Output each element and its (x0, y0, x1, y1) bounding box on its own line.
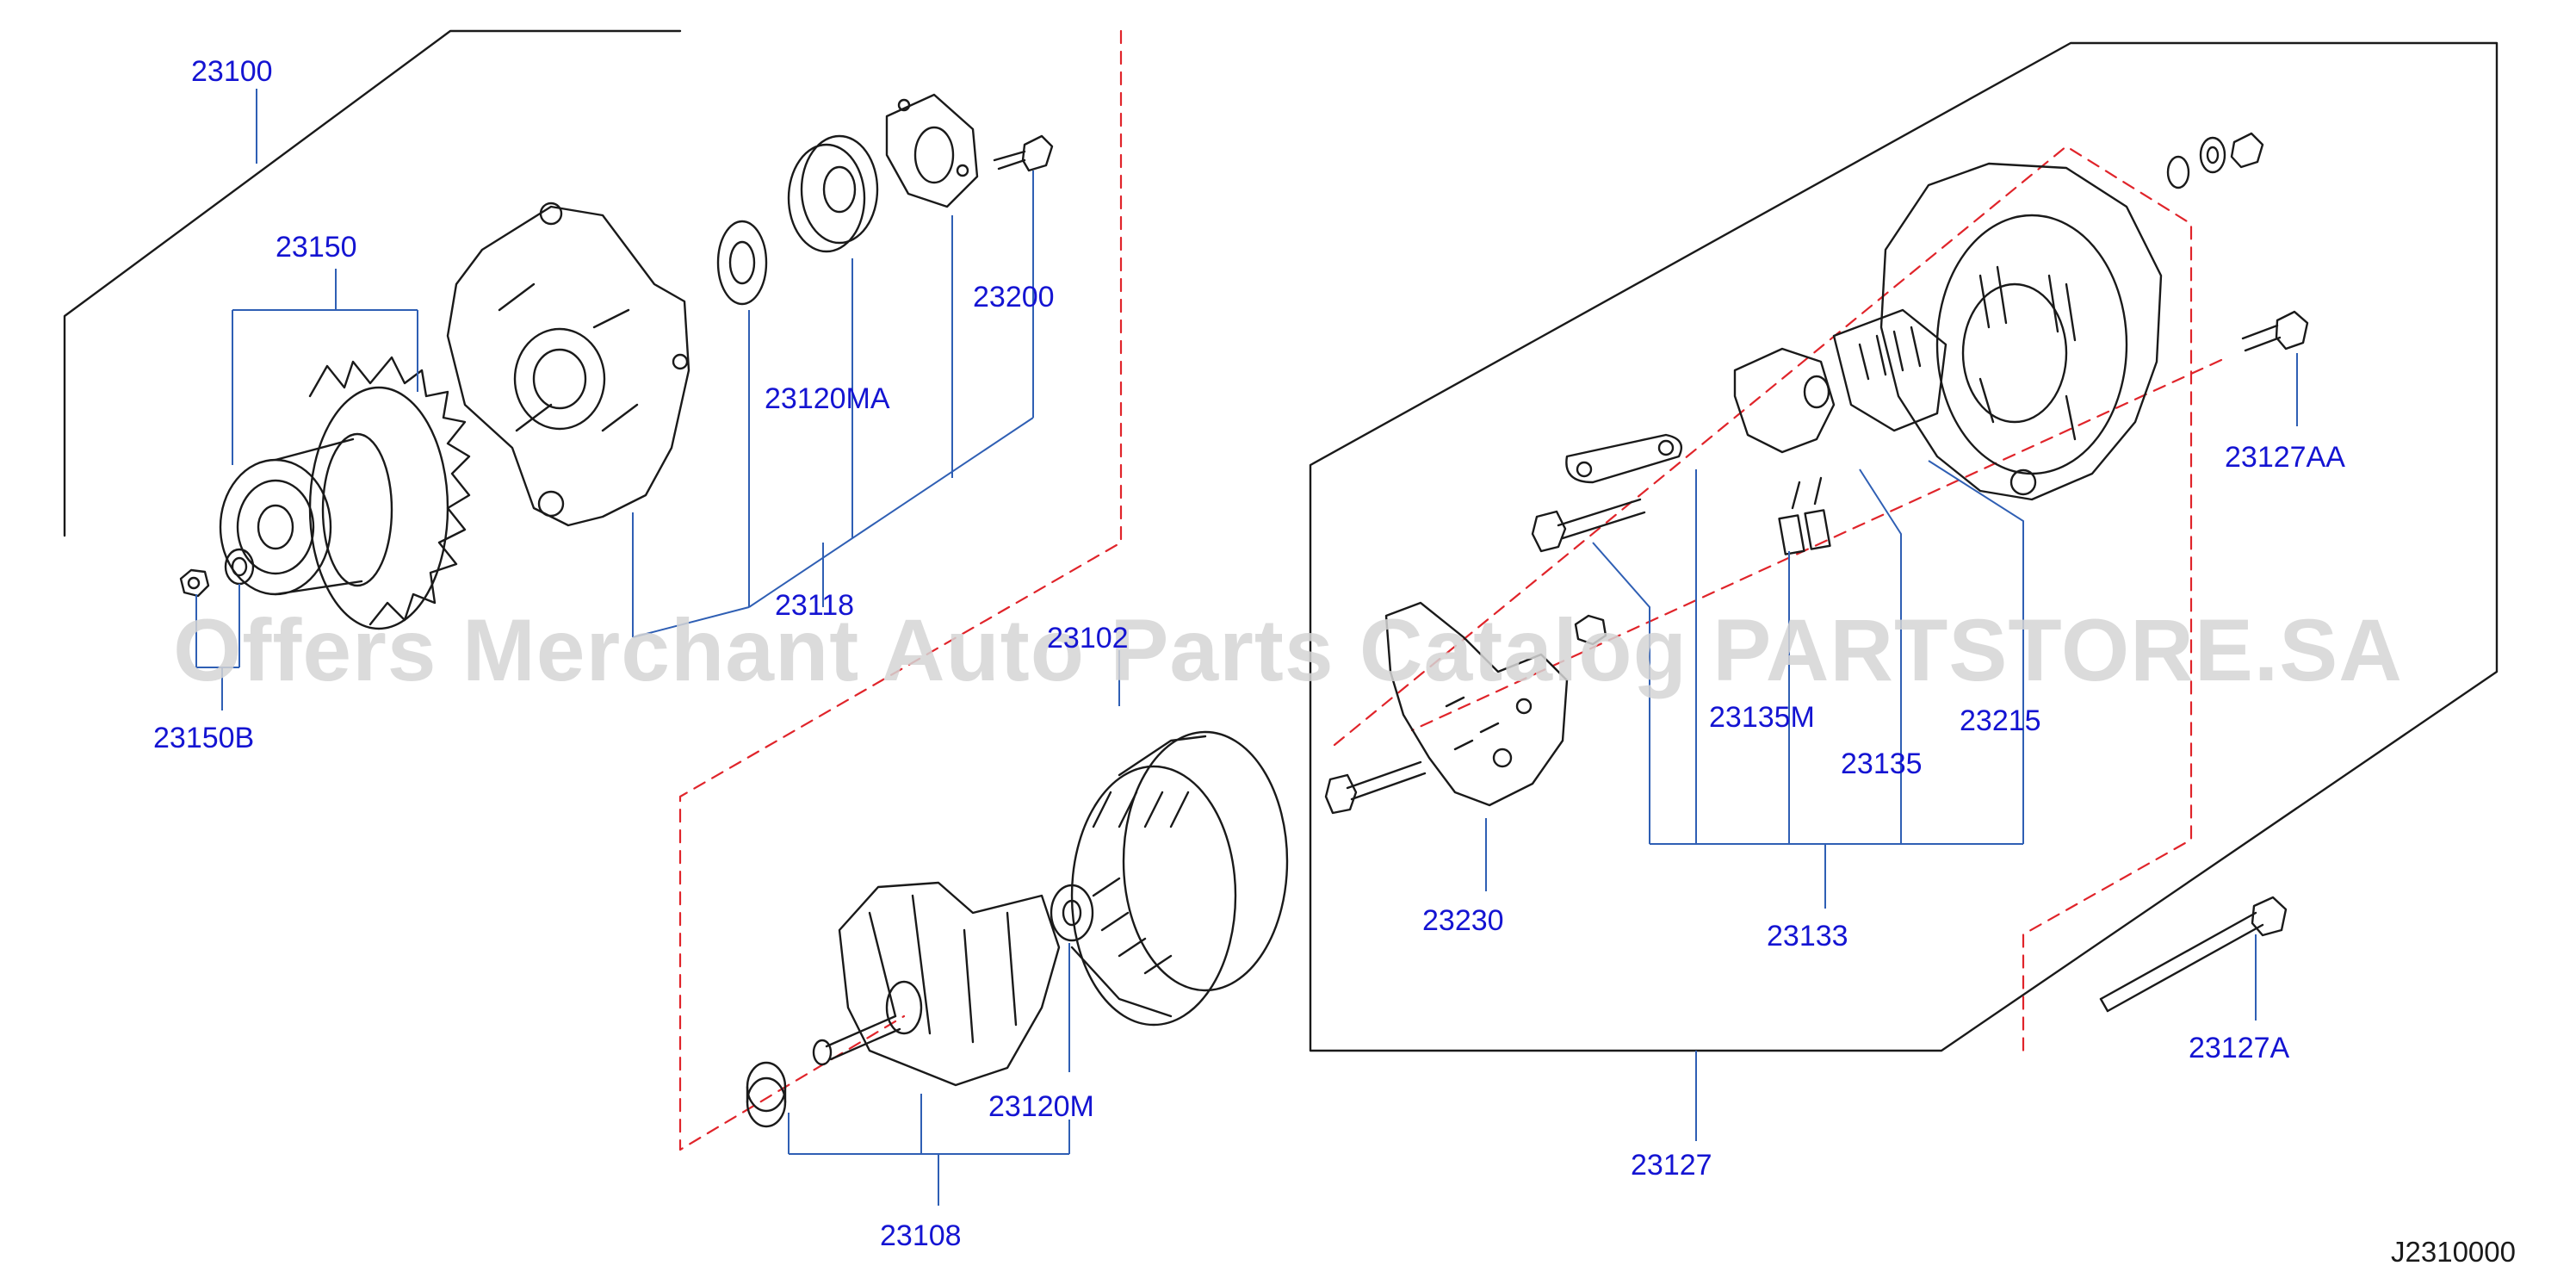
part-label-23135m[interactable]: 23135M (1709, 701, 1815, 734)
brush-part (1778, 476, 1831, 555)
part-label-23102[interactable]: 23102 (1047, 622, 1129, 655)
through-bolt-part (2099, 896, 2288, 1013)
watermark-text: Offers Merchant Auto Parts Catalog PARTS… (173, 601, 2403, 699)
leader-23133 (1592, 460, 2024, 909)
part-label-23127a[interactable]: 23127A (2189, 1032, 2290, 1064)
leader-lines (195, 89, 2298, 1206)
part-label-23215[interactable]: 23215 (1960, 704, 2041, 737)
part-label-23135[interactable]: 23135 (1841, 748, 1923, 780)
rear-washer-part (2166, 132, 2264, 189)
part-label-23230[interactable]: 23230 (1422, 904, 1504, 937)
lead-wire-part (1565, 433, 1683, 484)
dashed-axis-line (1410, 358, 2223, 732)
stator-part (1070, 730, 1289, 1027)
diagram-code: J2310000 (2391, 1236, 2516, 1268)
leader-23108 (788, 1094, 1070, 1206)
assembly-outline-23127 (1309, 41, 2499, 1052)
front-bearing-part (787, 134, 879, 253)
regulator-part (1733, 308, 1947, 454)
dashed-box-front (678, 29, 1123, 1151)
housing-bolt-part (2241, 310, 2309, 352)
front-housing-part (446, 202, 690, 527)
brush-holder-plate-part (1384, 601, 1569, 807)
assembly-bracket-23100 (63, 29, 682, 537)
part-label-23120ma[interactable]: 23120MA (765, 382, 890, 415)
part-label-23120m[interactable]: 23120M (988, 1090, 1094, 1123)
rotor-spacer-part (746, 1061, 787, 1128)
plate-bolt-part (1324, 760, 1427, 815)
bearing-retainer-part (885, 93, 979, 208)
part-label-23108[interactable]: 23108 (880, 1219, 962, 1252)
part-label-23150b[interactable]: 23150B (153, 722, 255, 754)
part-label-23127[interactable]: 23127 (1631, 1149, 1712, 1182)
leader-23150b (195, 584, 240, 710)
terminal-bolt-part (1531, 498, 1646, 553)
part-label-23133[interactable]: 23133 (1767, 920, 1848, 952)
part-label-23150[interactable]: 23150 (276, 231, 357, 264)
part-label-23127aa[interactable]: 23127AA (2225, 441, 2345, 474)
rotor-part (812, 881, 1094, 1087)
terminal-nut-part (1574, 614, 1607, 646)
leader-23150 (232, 269, 418, 465)
front-bearing-seal-part (716, 220, 768, 306)
rear-housing-part (1879, 162, 2163, 501)
retainer-screw-part (993, 134, 1054, 172)
part-label-23200[interactable]: 23200 (973, 281, 1055, 313)
dashed-box-rear (1333, 145, 2193, 1054)
leader-23118 (632, 215, 1034, 638)
part-label-23100[interactable]: 23100 (191, 55, 273, 88)
part-label-23118[interactable]: 23118 (775, 589, 855, 622)
pulley-nut-part (179, 548, 255, 598)
pulley-fan-part (219, 356, 471, 630)
